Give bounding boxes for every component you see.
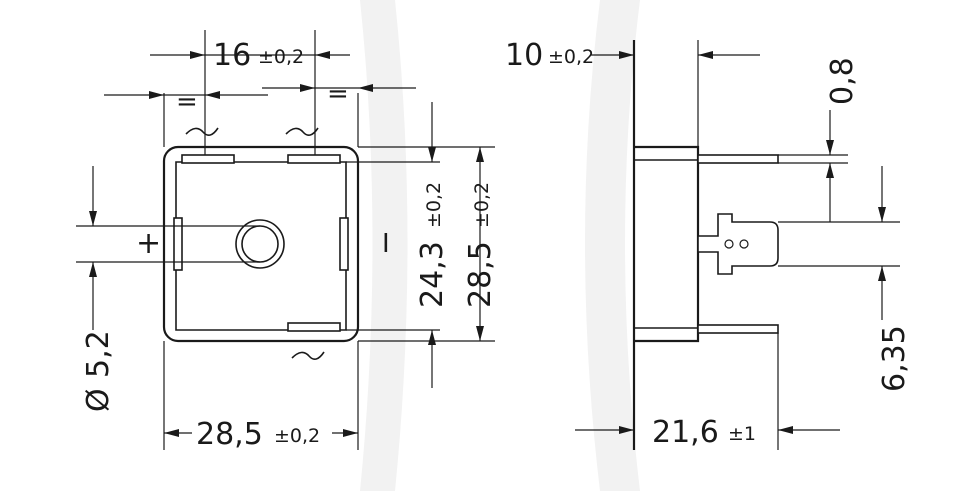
dim-28-5-h-arrow-right (343, 429, 358, 437)
dim-28-5-h-value: 28,5 (196, 417, 263, 452)
side-lead-bottom (697, 324, 779, 334)
dim-equal-arrow-1 (149, 91, 164, 99)
side-lead-hole-2 (739, 239, 749, 249)
mounting-hole-outer (235, 219, 285, 269)
terminal-top-right (287, 154, 341, 164)
dim-0-8-value: 0,8 (825, 57, 860, 105)
equal-mark-right: = (327, 79, 349, 109)
hole-dia-symbol: Ø (81, 388, 116, 412)
mounting-hole-inner (241, 225, 279, 263)
plus-symbol: + (136, 226, 161, 261)
dim-21-6-value: 21,6 (652, 415, 719, 450)
hole-dim-label: Ø 5,2 (81, 330, 116, 412)
dim-21-6-arrow-left (619, 426, 634, 434)
side-body-outline (634, 145, 700, 343)
side-lead-top (697, 154, 779, 164)
dim-0-8-arrow-top (826, 140, 834, 155)
ac-mark-top-left (185, 127, 219, 136)
dim-21-6-arrow-right (778, 426, 793, 434)
dim-24-3-arrow-top (428, 147, 436, 162)
ac-mark-top-right (285, 127, 319, 136)
dim-0-8-label: 0,8 (825, 57, 860, 105)
dim-28-5-v-label: 28,5 ±0,2 (463, 182, 498, 308)
dim-10-arrow-right (698, 51, 713, 59)
dim-10-tolerance: ±0,2 (548, 46, 594, 68)
side-view: 10 ±0,2 0,8 6,35 21,6 ±1 (505, 38, 912, 450)
dim-24-3-value: 24,3 (415, 241, 450, 308)
dim-16-value: 16 (213, 38, 251, 73)
dim-28-5-h-arrow-left (164, 429, 179, 437)
dim-equal-arrow-2 (205, 91, 220, 99)
dim-10-value: 10 (505, 38, 543, 73)
hole-dia-value: 5,2 (81, 330, 116, 378)
dim-6-35-value: 6,35 (877, 325, 912, 392)
dim-28-5-v-arrow-top (476, 147, 484, 162)
dim-28-5-v-arrow-bottom (476, 326, 484, 341)
equal-mark-left: = (176, 87, 198, 117)
dim-16-tolerance: ±0,2 (258, 46, 304, 68)
side-lead-hole-1 (724, 239, 734, 249)
dim-equal-arrow-4 (358, 84, 373, 92)
dim-equal-arrow-3 (300, 84, 315, 92)
dim-16-arrow-right (315, 51, 330, 59)
dim-28-5-v-tolerance: ±0,2 (471, 182, 493, 228)
terminal-left (173, 217, 183, 271)
package-outline (162, 145, 360, 343)
terminal-top-left (181, 154, 235, 164)
minus-symbol: I (382, 229, 390, 259)
dim-24-3-arrow-bottom (428, 330, 436, 345)
dim-28-5-v-value: 28,5 (463, 241, 498, 308)
ac-mark-bottom (291, 351, 325, 360)
terminal-right (339, 217, 349, 271)
hole-arrow-bottom (89, 262, 97, 277)
dim-21-6-tolerance: ±1 (728, 423, 756, 445)
dim-6-35-arrow-bottom (878, 266, 886, 281)
front-view: 16 ±0,2 = = + I Ø 5,2 (76, 30, 498, 452)
dim-10-arrow-left (619, 51, 634, 59)
side-lead-middle (697, 213, 779, 275)
terminal-bottom (287, 322, 341, 332)
dim-6-35-label: 6,35 (877, 325, 912, 392)
dim-6-35-arrow-top (878, 207, 886, 222)
dim-28-5-h-label-bg (192, 412, 332, 446)
dim-16-arrow-left (190, 51, 205, 59)
package-inner-outline (175, 161, 347, 331)
dim-0-8-arrow-bottom (826, 163, 834, 178)
dim-24-3-label: 24,3 ±0,2 (415, 182, 450, 308)
dim-24-3-tolerance: ±0,2 (423, 182, 445, 228)
hole-arrow-top (89, 211, 97, 226)
watermark-band-right (585, 0, 640, 491)
dim-28-5-h-tolerance: ±0,2 (274, 425, 320, 447)
watermark-band-left (360, 0, 408, 491)
